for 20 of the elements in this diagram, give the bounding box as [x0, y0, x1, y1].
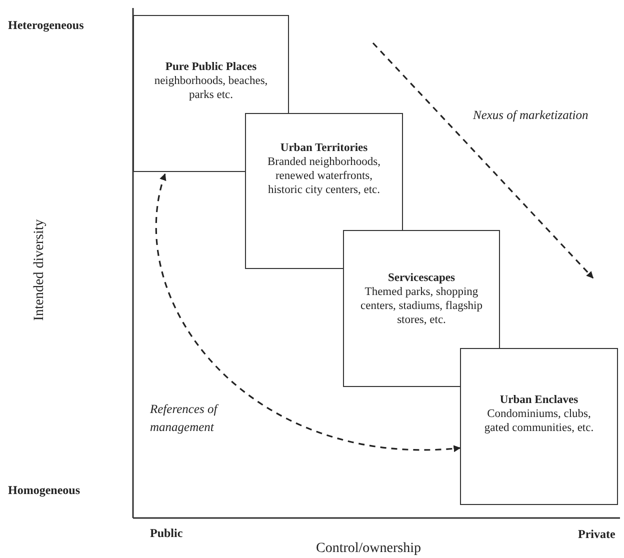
box-heading: Servicescapes [388, 271, 456, 285]
box-text: neighborhoods, beaches, parks etc. [153, 74, 269, 102]
axis-label: Homogeneous [8, 483, 80, 498]
box-heading: Urban Enclaves [500, 393, 578, 407]
curved-arrow [156, 173, 461, 452]
category-box [343, 230, 500, 387]
axis-label: Private [578, 527, 616, 542]
box-heading: Urban Territories [280, 141, 368, 155]
box-text: Condominiums, clubs, gated communities, etc. [483, 407, 595, 435]
box-text: Branded neighborhoods, renewed waterfronts, historic city centers, etc. [266, 155, 382, 197]
edge-label: References of management [150, 401, 220, 436]
axis-label: Heterogeneous [8, 18, 84, 33]
box-text: Themed parks, shopping centers, stadiums, flagship stores, etc. [359, 285, 484, 327]
annotation: Nexus of marketization [473, 108, 588, 123]
axis-label: Public [150, 526, 183, 541]
axis-title: Intended diversity [32, 219, 48, 321]
box-heading: Pure Public Places [165, 60, 257, 74]
category-box [460, 348, 618, 505]
axis-label: Control/ownership [316, 541, 421, 557]
category-box [245, 113, 403, 269]
